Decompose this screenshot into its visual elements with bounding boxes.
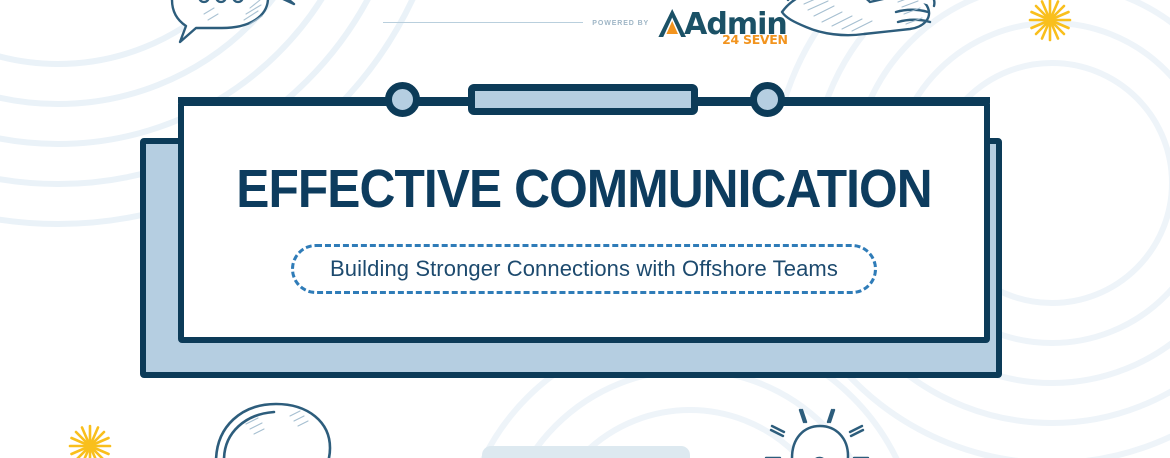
bottom-rounded-chip [482, 446, 690, 458]
logo-triangle-icon [658, 8, 687, 37]
subtitle-pill: Building Stronger Connections with Offsh… [291, 244, 877, 294]
logo-tagline: 24 SEVEN [722, 32, 788, 47]
lightbulb-doodle [764, 408, 870, 458]
brand-header: POWERED BY Admin 24 SEVEN [0, 0, 1170, 46]
page-title: EFFECTIVE COMMUNICATION [236, 159, 932, 219]
admin24seven-logo[interactable]: Admin 24 SEVEN [657, 7, 788, 46]
banner-content: EFFECTIVE COMMUNICATION Building Stronge… [178, 100, 990, 343]
page-subtitle: Building Stronger Connections with Offsh… [330, 256, 838, 281]
banner-frame: EFFECTIVE COMMUNICATION Building Stronge… [140, 80, 1030, 385]
speech-bubble-doodle [214, 402, 332, 458]
header-divider-line [383, 21, 584, 23]
powered-by-label: POWERED BY [592, 19, 650, 27]
sparkle-star-icon [68, 424, 112, 458]
rail-center-plate [468, 84, 698, 115]
